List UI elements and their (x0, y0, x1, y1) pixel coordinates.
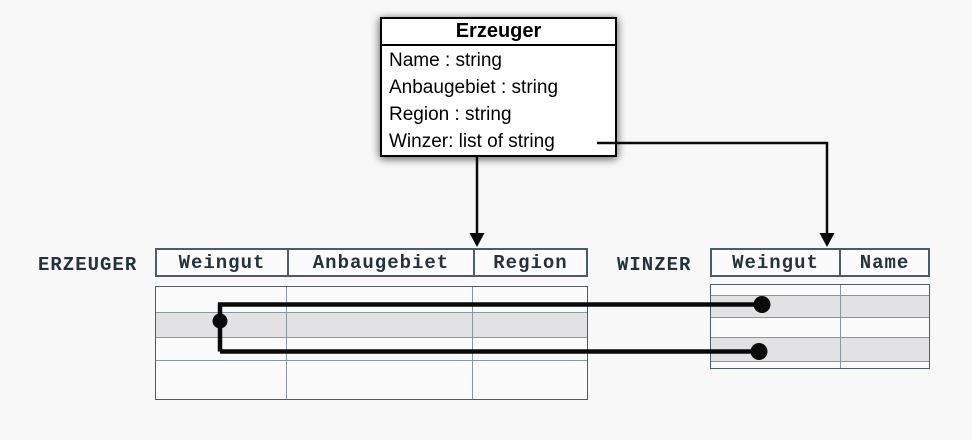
erzeuger-col-anbaugebiet: Anbaugebiet (289, 250, 475, 275)
table-row (711, 361, 929, 366)
table-row-highlighted (711, 337, 929, 361)
table-row (156, 337, 587, 360)
table-row (156, 360, 587, 397)
erzeuger-col-region: Region (493, 251, 568, 274)
table-row (156, 287, 587, 312)
class-attribute: Winzer: list of string (389, 131, 555, 152)
table-row (711, 317, 929, 337)
winzer-col-weingut: Weingut (712, 250, 841, 275)
class-attribute-list: Name : string Anbaugebiet : string Regio… (382, 46, 615, 155)
class-attribute: Region : string (389, 104, 512, 125)
uml-class-box: Erzeuger Name : string Anbaugebiet : str… (380, 17, 617, 157)
winzer-header-row: Weingut Name (710, 248, 930, 277)
winzer-table-body (710, 284, 930, 369)
mapping-arrow-erzeuger (469, 156, 485, 247)
table-row (711, 285, 929, 295)
class-attribute: Name : string (389, 50, 502, 71)
winzer-table-label: WINZER (617, 254, 692, 276)
class-attribute: Anbaugebiet : string (389, 77, 559, 98)
erzeuger-header-row: Weingut Anbaugebiet Region (155, 248, 588, 277)
class-title: Erzeuger (382, 19, 615, 46)
column-divider (840, 285, 841, 368)
table-row-highlighted (156, 312, 587, 337)
table-row-highlighted (711, 295, 929, 317)
mapping-arrow-winzer (597, 141, 835, 247)
erzeuger-table-label: ERZEUGER (38, 254, 138, 276)
winzer-col-name: Name (859, 251, 910, 274)
erzeuger-table-body (155, 286, 588, 400)
column-divider (286, 287, 287, 399)
column-divider (472, 287, 473, 399)
erzeuger-col-weingut: Weingut (157, 250, 289, 275)
